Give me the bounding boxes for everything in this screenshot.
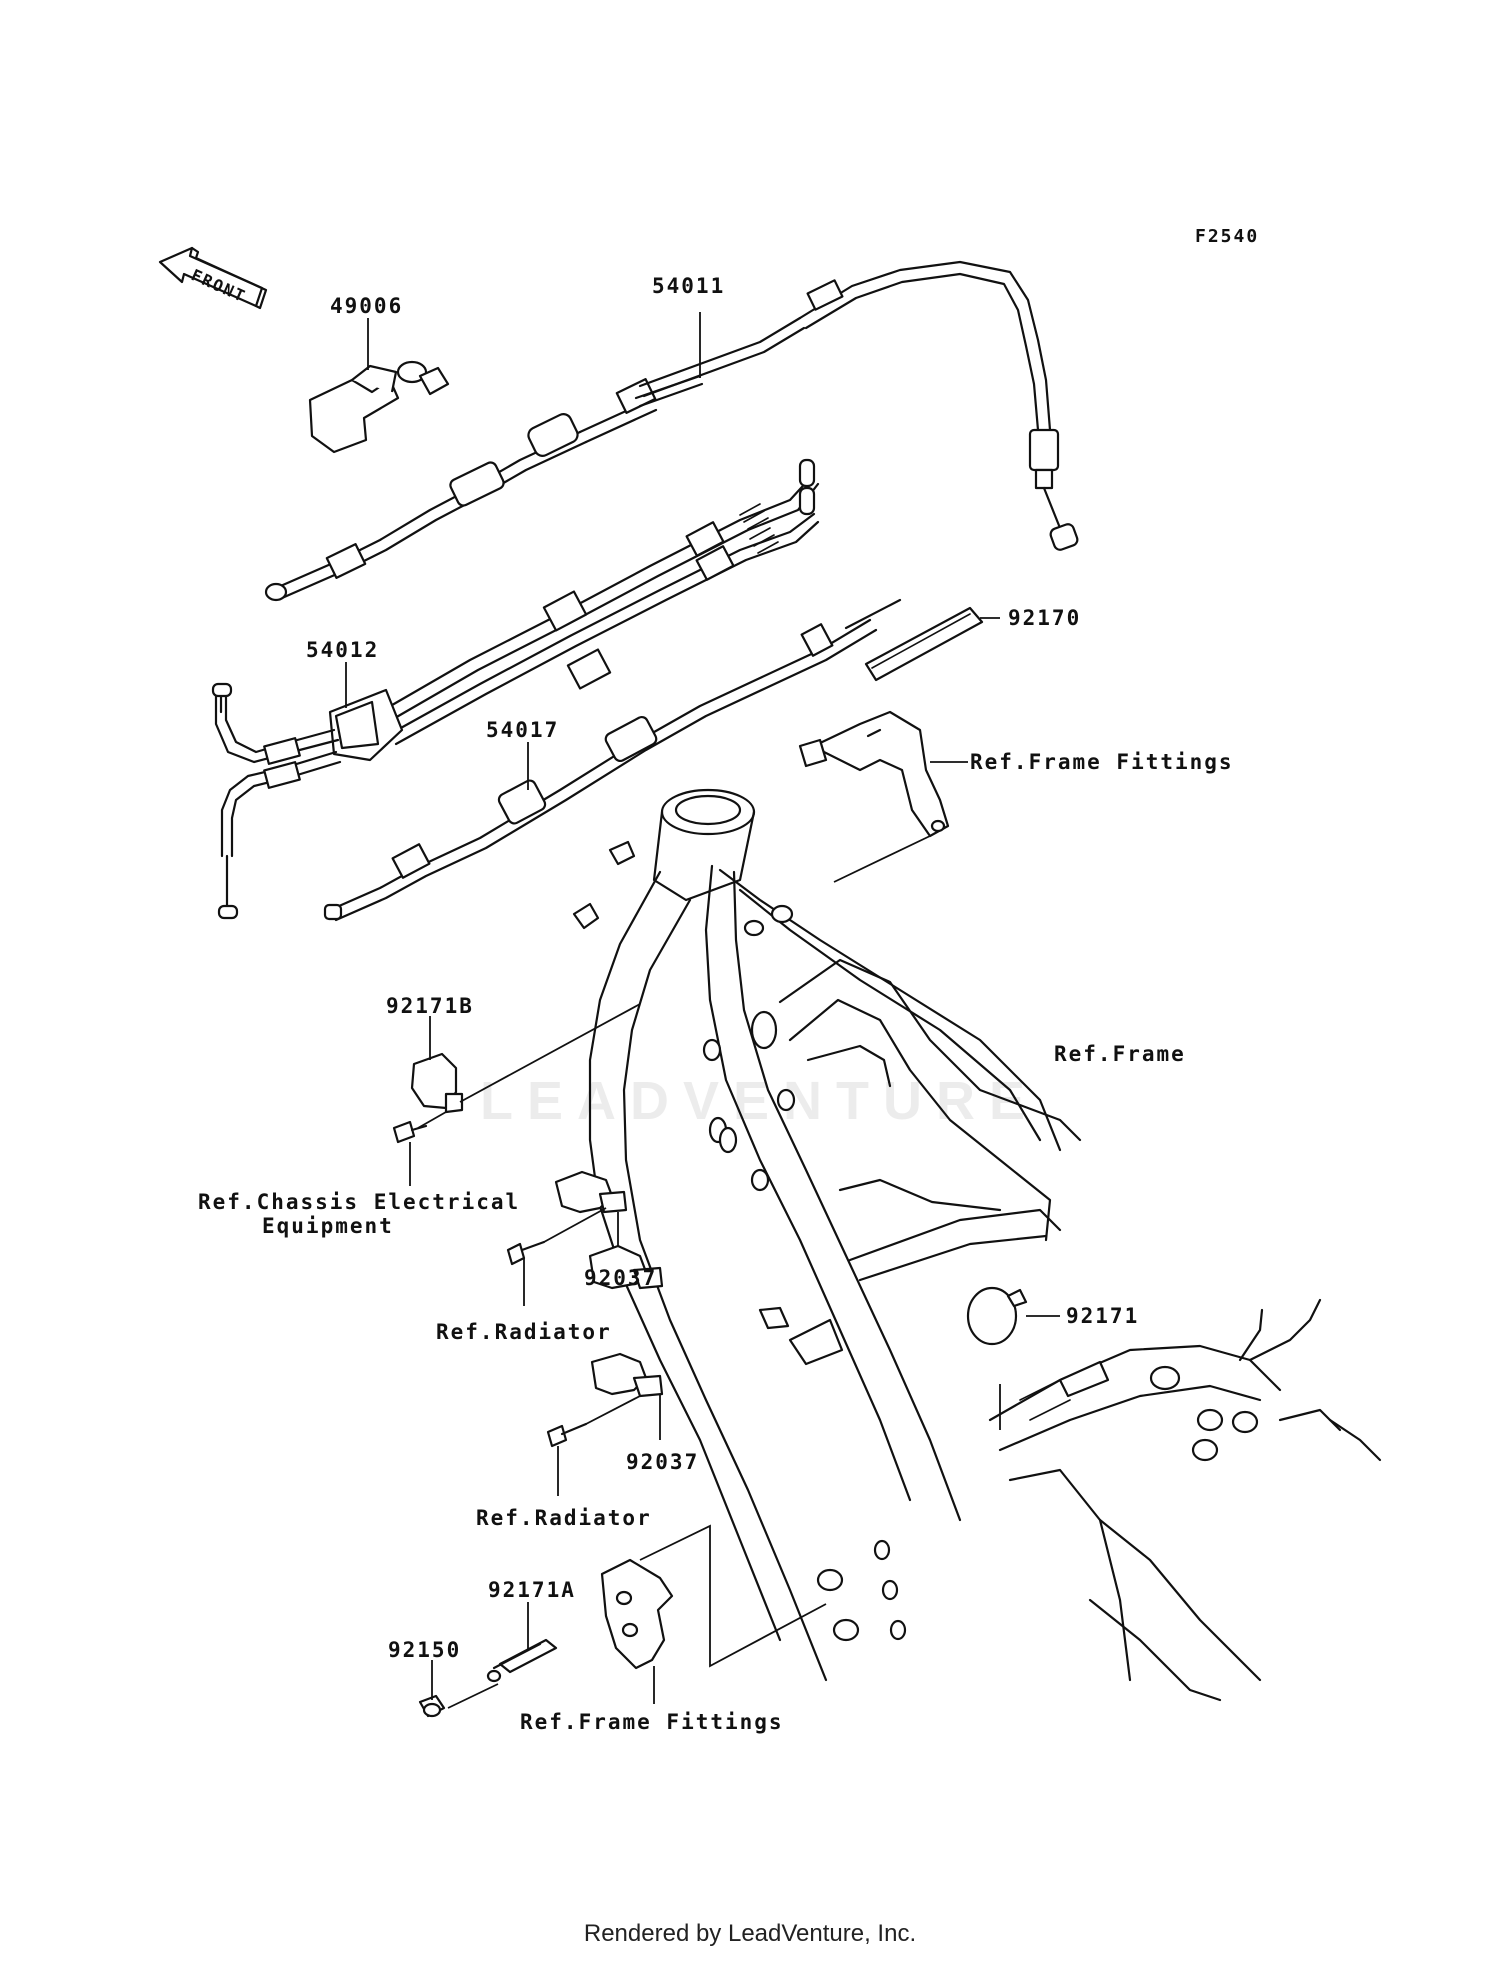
strap-92170 [864, 606, 1000, 682]
label-ref-chassis-line1: Ref.Chassis Electrical [198, 1190, 521, 1214]
bracket-frame-fittings-bottom [600, 1524, 827, 1704]
label-92037-a: 92037 [584, 1266, 658, 1290]
cable-54011 [264, 260, 1079, 602]
label-92150: 92150 [388, 1638, 462, 1662]
figure-code: F2540 [1195, 226, 1260, 247]
label-ref-radiator-b: Ref.Radiator [476, 1506, 652, 1530]
label-92171: 92171 [1066, 1304, 1140, 1328]
label-54011: 54011 [652, 274, 726, 298]
label-92171A: 92171A [488, 1578, 576, 1602]
label-ref-frame: Ref.Frame [1054, 1042, 1186, 1066]
band-92171A [447, 1602, 558, 1709]
label-ref-frame-fittings-bottom: Ref.Frame Fittings [520, 1710, 784, 1734]
label-ref-radiator-a: Ref.Radiator [436, 1320, 612, 1344]
label-54012: 54012 [306, 638, 380, 662]
label-92170: 92170 [1008, 606, 1082, 630]
label-92171B: 92171B [386, 994, 474, 1018]
clamp-92171 [966, 1286, 1060, 1346]
label-ref-chassis-line2: Equipment [262, 1214, 394, 1238]
clamp-92037-a [506, 1170, 628, 1306]
clamp-92171B [410, 1003, 641, 1114]
bolt-92150 [418, 1660, 446, 1718]
bolt-chassis [392, 1111, 447, 1186]
label-92037-b: 92037 [626, 1450, 700, 1474]
frame [572, 788, 1382, 1702]
clamp-92037-b-body [590, 1352, 664, 1398]
clamp-92037-b [546, 1244, 664, 1496]
cable-54017 [323, 598, 902, 922]
holder-49006 [308, 318, 450, 454]
footer-credit: Rendered by LeadVenture, Inc. [583, 1920, 917, 1947]
cable-54012 [211, 458, 820, 920]
label-54017: 54017 [486, 718, 560, 742]
front-arrow-icon: FRONT [158, 246, 268, 310]
label-ref-frame-fittings-top: Ref.Frame Fittings [970, 750, 1234, 774]
label-49006: 49006 [330, 294, 404, 318]
bracket-frame-fittings-top [798, 710, 968, 883]
